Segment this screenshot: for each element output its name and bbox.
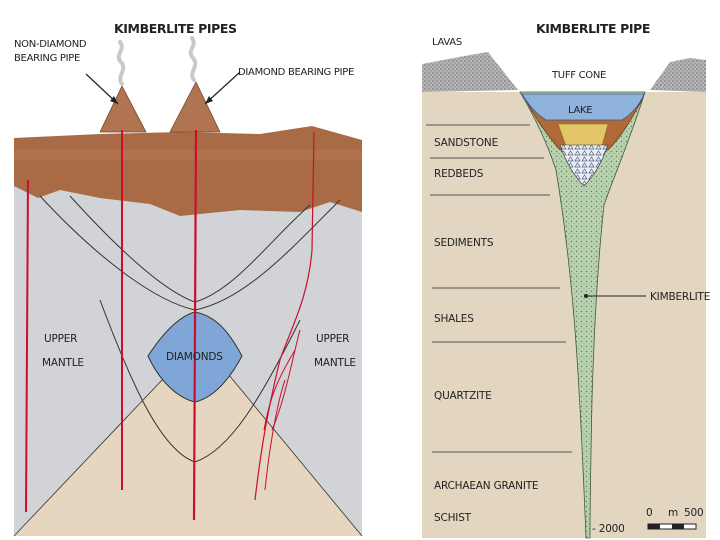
scale-500-label: 500 — [684, 507, 703, 519]
kimberlite-label: KIMBERLITE — [650, 291, 710, 303]
scale-unit-label: m — [668, 507, 678, 519]
tuff-cone-label: TUFF CONE — [551, 70, 606, 81]
sandstone-label: SANDSTONE — [434, 137, 498, 149]
left-diagram: KIMBERLITE PIPES NON-DIAMOND BEARING PIP… — [14, 21, 362, 536]
non-diamond-label-2: BEARING PIPE — [14, 53, 80, 64]
depth-label: - 2000 — [592, 523, 625, 535]
redbeds-label: REDBEDS — [434, 168, 484, 180]
diamond-bearing-label: DIAMOND BEARING PIPE — [238, 67, 354, 78]
sediments-label: SEDIMENTS — [434, 237, 494, 249]
right-title: KIMBERLITE PIPE — [536, 21, 650, 36]
upper-mantle-left-1: UPPER — [44, 333, 77, 345]
lavas-right — [650, 58, 706, 92]
right-diagram: KIMBERLITE PIPE LAVAS TUFF CONE LAKE SAN… — [422, 21, 710, 538]
upper-mantle-right-1: UPPER — [316, 333, 349, 345]
scale-zero-label: 0 — [646, 507, 652, 519]
smoke-left — [119, 42, 124, 84]
scale-bar — [648, 524, 696, 529]
archaean-label: ARCHAEAN GRANITE — [434, 480, 538, 492]
diamonds-label: DIAMONDS — [166, 351, 223, 363]
non-diamond-label-1: NON-DIAMOND — [14, 39, 87, 50]
lavas-label: LAVAS — [432, 37, 462, 48]
upper-mantle-left-2: MANTLE — [42, 357, 84, 369]
schist-label: SCHIST — [434, 512, 472, 524]
shales-label: SHALES — [434, 313, 474, 325]
left-title: KIMBERLITE PIPES — [114, 21, 237, 36]
quartzite-label: QUARTZITE — [434, 390, 492, 402]
lavas-left — [422, 52, 518, 92]
diamond-pipe-cone — [170, 82, 220, 132]
smoke-right — [191, 38, 196, 80]
upper-mantle-right-2: MANTLE — [314, 357, 356, 369]
lake-label: LAKE — [568, 105, 592, 116]
